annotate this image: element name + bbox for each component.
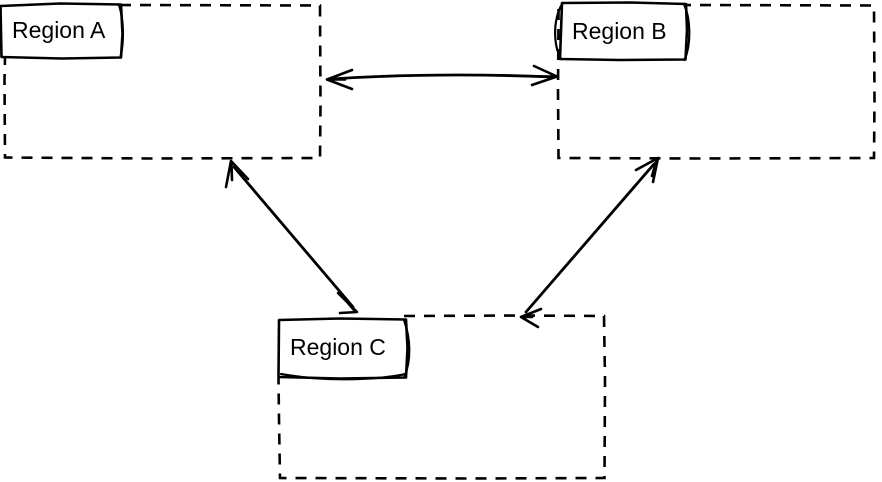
region-b-label-box-right-accent — [682, 2, 691, 62]
region-b-group[interactable]: Region B — [554, 1, 876, 160]
region-a-label-box[interactable]: Region A — [0, 2, 125, 60]
connection-a-c-line — [232, 165, 355, 309]
region-c-label-box-bottom-accent — [279, 372, 408, 381]
region-c-label-box-right-accent — [402, 318, 411, 379]
connection-b-c-arrowhead-top — [634, 156, 660, 184]
region-c-label-box-outline — [277, 317, 409, 380]
region-b-label-box[interactable]: Region B — [554, 1, 691, 62]
connection-a-b[interactable] — [325, 64, 559, 91]
connection-b-c[interactable] — [519, 156, 660, 329]
region-c-label-text: Region C — [290, 334, 386, 360]
connection-a-b-arrowhead-left — [325, 68, 354, 91]
connection-a-b-arrowhead-right — [530, 64, 559, 87]
region-b-label-text: Region B — [572, 18, 667, 44]
region-c-group[interactable]: Region C — [277, 314, 607, 480]
region-c-label-box[interactable]: Region C — [277, 317, 411, 381]
region-c-boundary — [277, 314, 607, 480]
connection-a-c-arrowhead-top — [224, 159, 250, 189]
connection-b-c-line — [524, 162, 656, 314]
region-a-group[interactable]: Region A — [0, 2, 322, 160]
connection-a-c[interactable] — [224, 159, 359, 315]
connection-a-b-line — [328, 73, 556, 81]
region-b-label-box-left-accent — [554, 2, 564, 61]
connection-b-c-arrowhead-bottom — [519, 307, 543, 329]
region-a-label-text: Region A — [12, 17, 106, 43]
connection-a-c-arrowhead-bottom — [336, 291, 359, 315]
region-a-label-box-edge-accent — [117, 3, 125, 59]
region-b-label-box-outline — [558, 1, 689, 62]
